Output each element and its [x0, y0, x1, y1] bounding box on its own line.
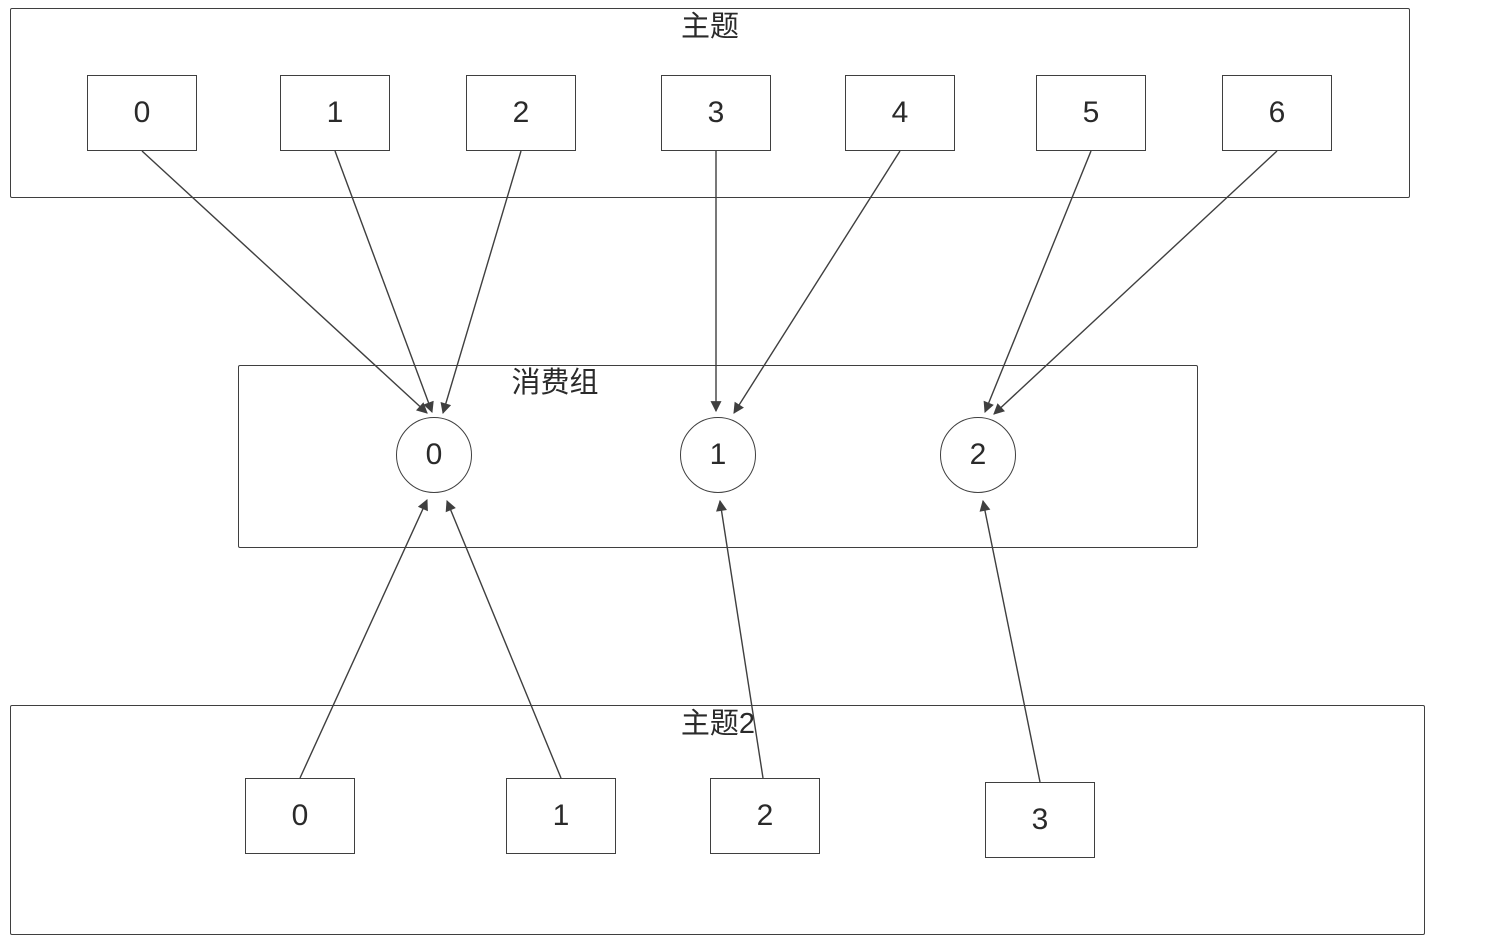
consumer-1: 1	[680, 417, 756, 493]
topic1-partition-4: 4	[845, 75, 955, 151]
topic2-partition-2: 2	[710, 778, 820, 854]
topic2-partition-1: 1	[506, 778, 616, 854]
consumer-0: 0	[396, 417, 472, 493]
consumer-group-container	[238, 365, 1198, 548]
topic1-partition-2: 2	[466, 75, 576, 151]
consumer-2: 2	[940, 417, 1016, 493]
topic1-title: 主题	[680, 11, 740, 43]
topic1-partition-0: 0	[87, 75, 197, 151]
topic2-title: 主题2	[680, 708, 756, 740]
topic2-container	[10, 705, 1425, 935]
consumer-group-title: 消费组	[511, 367, 599, 399]
topic2-partition-3: 3	[985, 782, 1095, 858]
topic1-container	[10, 8, 1410, 198]
topic2-partition-0: 0	[245, 778, 355, 854]
topic1-partition-6: 6	[1222, 75, 1332, 151]
topic1-partition-5: 5	[1036, 75, 1146, 151]
topic1-partition-1: 1	[280, 75, 390, 151]
topic1-partition-3: 3	[661, 75, 771, 151]
